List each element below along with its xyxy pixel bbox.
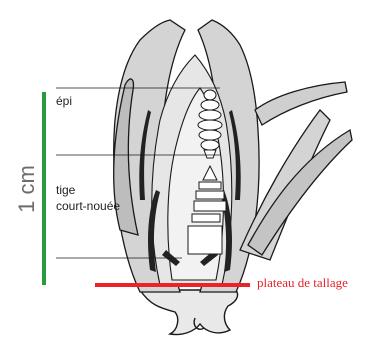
label-plateau-de-tallage: plateau de tallage xyxy=(257,275,348,291)
label-tige: tige xyxy=(56,183,75,197)
scale-label: 1 cm xyxy=(14,154,40,224)
label-court-nouee: court-nouée xyxy=(56,199,120,213)
roots xyxy=(140,290,238,335)
label-epi: épi xyxy=(56,94,72,108)
